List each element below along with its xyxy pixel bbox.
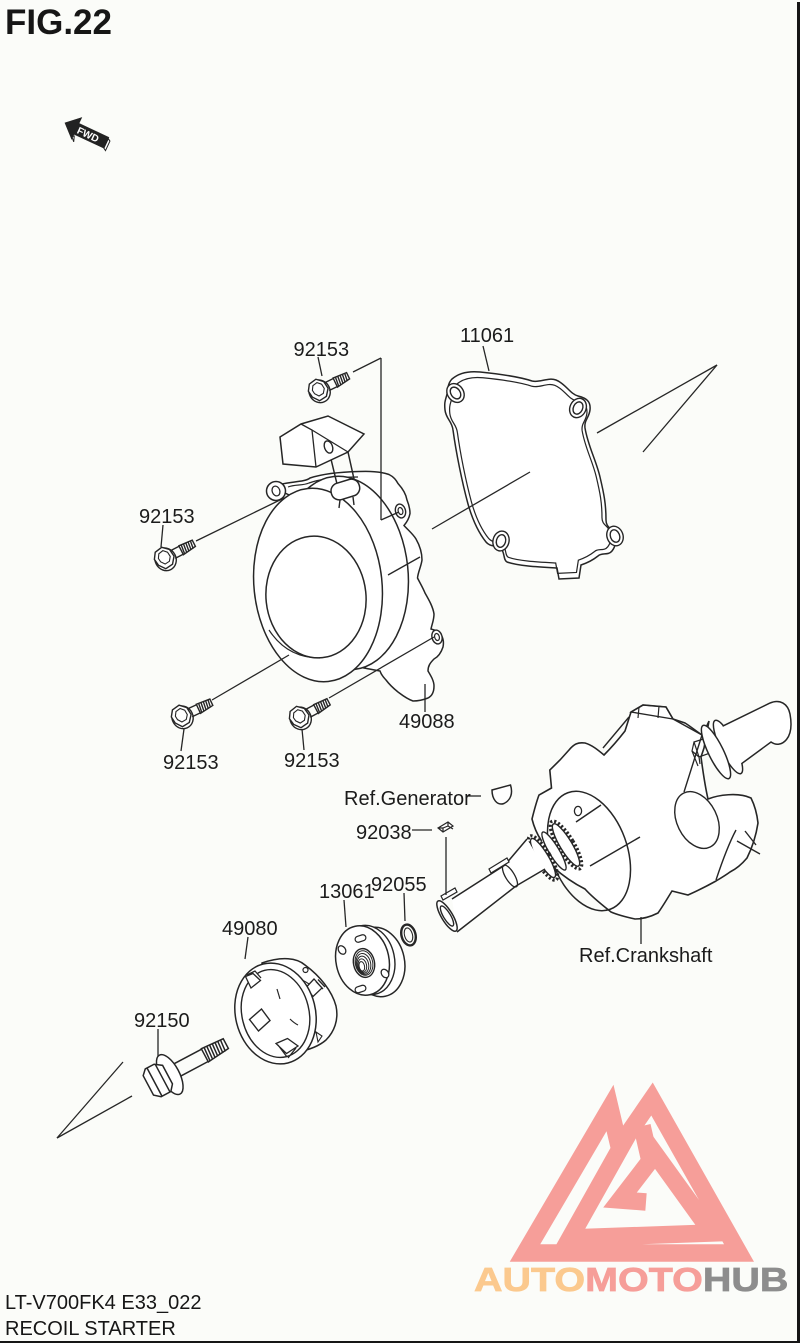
svg-text:FWD: FWD bbox=[75, 126, 100, 146]
svg-text:RECOIL STARTER: RECOIL STARTER bbox=[5, 1318, 176, 1340]
svg-text:AUTOMOTOHUB: AUTOMOTOHUB bbox=[474, 1261, 788, 1298]
svg-text:Ref.Generator: Ref.Generator bbox=[344, 788, 471, 810]
svg-text:Ref.Crankshaft: Ref.Crankshaft bbox=[579, 945, 713, 967]
svg-text:49088: 49088 bbox=[399, 711, 455, 733]
svg-text:92150: 92150 bbox=[134, 1010, 190, 1032]
svg-text:92153: 92153 bbox=[284, 750, 340, 772]
svg-text:92038: 92038 bbox=[356, 822, 412, 844]
svg-text:92153: 92153 bbox=[163, 752, 219, 774]
svg-text:FIG.22: FIG.22 bbox=[5, 3, 112, 42]
svg-text:92055: 92055 bbox=[371, 874, 427, 896]
svg-text:LT-V700FK4 E33_022: LT-V700FK4 E33_022 bbox=[5, 1292, 201, 1314]
svg-text:49080: 49080 bbox=[222, 918, 278, 940]
svg-text:13061: 13061 bbox=[319, 881, 375, 903]
svg-text:92153: 92153 bbox=[139, 506, 195, 528]
svg-text:11061: 11061 bbox=[460, 325, 514, 347]
svg-text:92153: 92153 bbox=[294, 339, 350, 361]
